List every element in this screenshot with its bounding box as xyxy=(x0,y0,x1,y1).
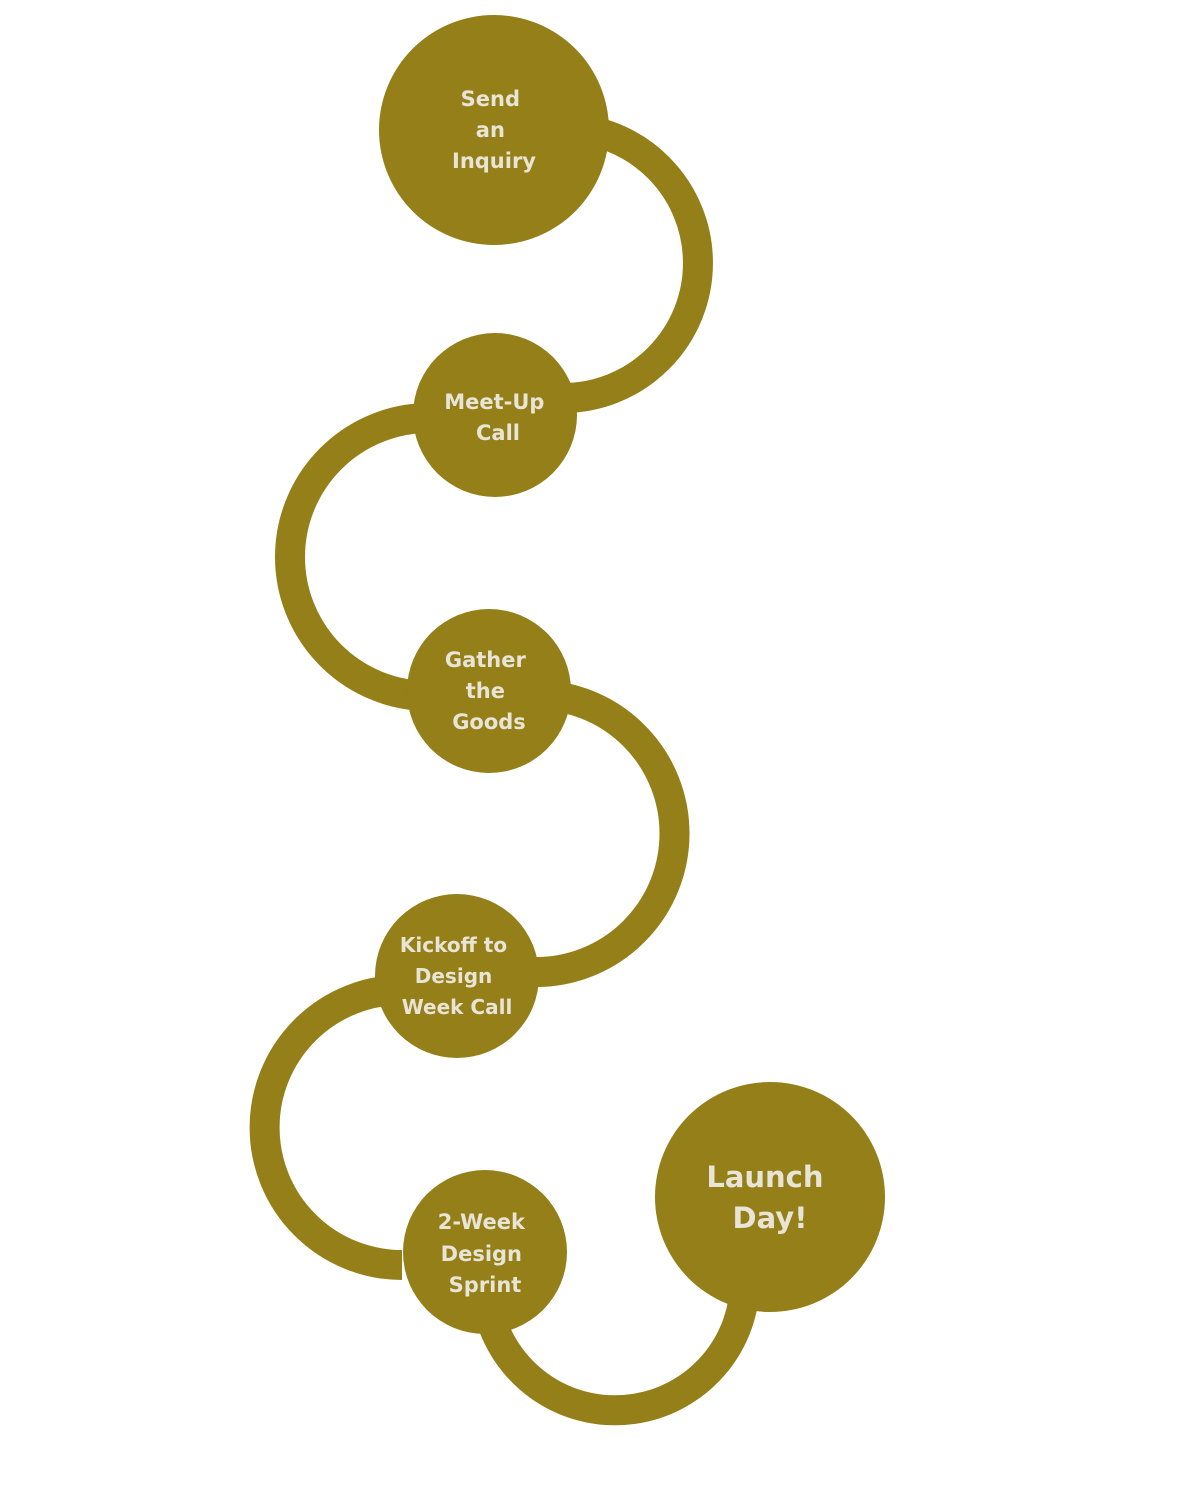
step-node-meet-up-call xyxy=(413,333,577,497)
connector-arc-4 xyxy=(249,975,403,1280)
step-label-send-inquiry: Send an Inquiry xyxy=(452,87,536,173)
step-node-send-inquiry xyxy=(379,15,609,245)
step-label-launch-day: Launch Day! xyxy=(706,1160,833,1235)
connector-arc-5 xyxy=(475,1279,761,1426)
step-label-gather-goods: Gather the Goods xyxy=(445,648,533,734)
step-label-kickoff-call: Kickoff to Design Week Call xyxy=(400,933,514,1019)
connector-arc-1 xyxy=(562,113,713,413)
step-label-meet-up-call: Meet-Up Call xyxy=(444,390,552,445)
step-node-kickoff-call xyxy=(375,894,539,1058)
step-node-gather-goods xyxy=(407,609,571,773)
step-label-design-sprint: 2-Week Design Sprint xyxy=(438,1210,533,1297)
connector-arc-3 xyxy=(535,680,690,987)
step-node-design-sprint xyxy=(403,1170,567,1334)
connector-arc-2 xyxy=(275,403,430,711)
step-node-launch-day xyxy=(655,1082,885,1312)
